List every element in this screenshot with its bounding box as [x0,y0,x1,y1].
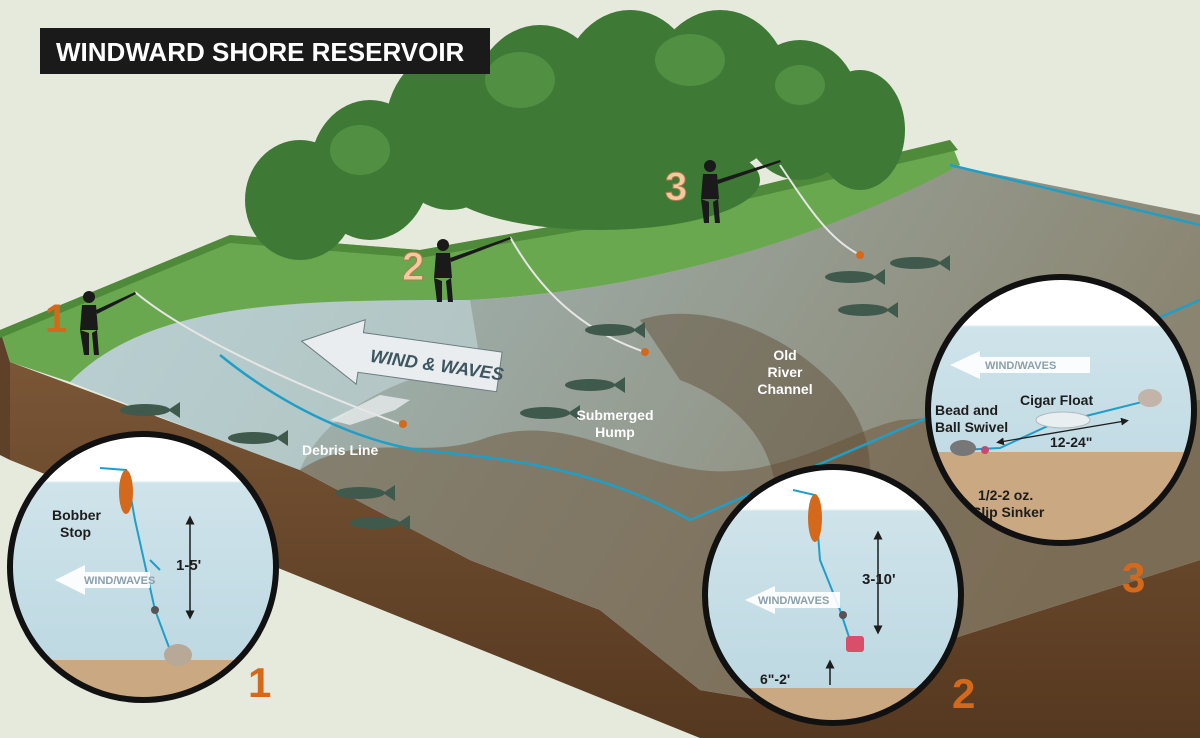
inset-number-1: 1 [248,659,271,706]
wind-waves-arrow-small [950,351,1090,379]
wind-waves-arrow-small [55,565,150,595]
bait-icon [1138,389,1162,407]
channel-line [219,298,1200,522]
cigar-bobber-icon [808,494,822,542]
inset-3: WIND/WAVES Bead and Ball Swivel Cigar Fl… [925,274,1197,601]
fish-icon [520,405,580,421]
inset3-sinker-line1: 1/2-2 oz. [978,487,1033,503]
channel-line-upper [949,163,1200,227]
fish-icon [228,430,288,446]
tree-highlights [330,34,825,175]
slip-sinker-icon [950,440,976,456]
inset3-leader-label: 12-24" [1050,434,1092,450]
inset1-depth-label: 1-5' [176,557,201,574]
angler-3-icon [701,160,781,223]
leader-arrow [996,417,1129,446]
fish-icon [838,302,898,318]
bead-swivel-icon [981,446,989,454]
bait-icon [846,636,864,652]
title-box: WINDWARD SHORE RESERVOIR [40,28,490,74]
inset1-wind-label: WIND/WAVES [84,575,155,587]
inset-number-2: 2 [952,670,975,717]
cigar-bobber-icon [119,470,133,514]
soil-left-face [0,330,10,460]
angler-2-icon [434,237,511,302]
inset-number-3: 3 [1122,554,1145,601]
fish-icon [565,377,625,393]
inset3-swivel-line2: Ball Swivel [935,419,1008,435]
inset3-wind-label: WIND/WAVES [985,360,1056,372]
inset1-bobber-stop-line1: Bobber [52,507,102,523]
angler-number-1: 1 [45,297,67,341]
page-title: WINDWARD SHORE RESERVOIR [56,37,465,67]
debris-line-label: Debris Line [302,442,378,458]
angler-number-3: 3 [665,165,687,209]
angler-number-2: 2 [402,245,424,289]
angler-1-icon [80,291,136,355]
bait-icon [164,644,192,666]
fish-icon [585,322,645,338]
debris-line [330,395,410,425]
fish-icon [825,269,885,285]
inset2-wind-label: WIND/WAVES [758,595,829,607]
inset3-sinker-line2: Slip Sinker [972,504,1045,520]
inset2-bottom-offset-label: 6"-2' [760,671,790,687]
wind-waves-arrow: WIND & WAVES [300,319,505,393]
bobber-2 [641,348,649,356]
bobber-1 [399,420,407,428]
inset-2: WIND/WAVES 3-10' 6"-2' 2 [702,464,975,726]
fishing-line-1 [134,291,404,426]
cigar-float-icon [1035,411,1091,429]
fishing-line-2 [509,236,646,353]
fish-group [120,255,950,531]
inset2-depth-label: 3-10' [862,571,896,588]
inset1-bobber-stop-line2: Stop [60,524,91,540]
fishing-line-3 [779,164,861,256]
fish-icon [350,515,410,531]
wind-waves-arrow-small [745,586,840,614]
fish-icon [890,255,950,271]
bobber-3 [856,251,864,259]
fish-icon [335,485,395,501]
fish-icon [120,402,180,418]
inset3-float-label: Cigar Float [1020,392,1093,408]
inset3-swivel-line1: Bead and [935,402,998,418]
